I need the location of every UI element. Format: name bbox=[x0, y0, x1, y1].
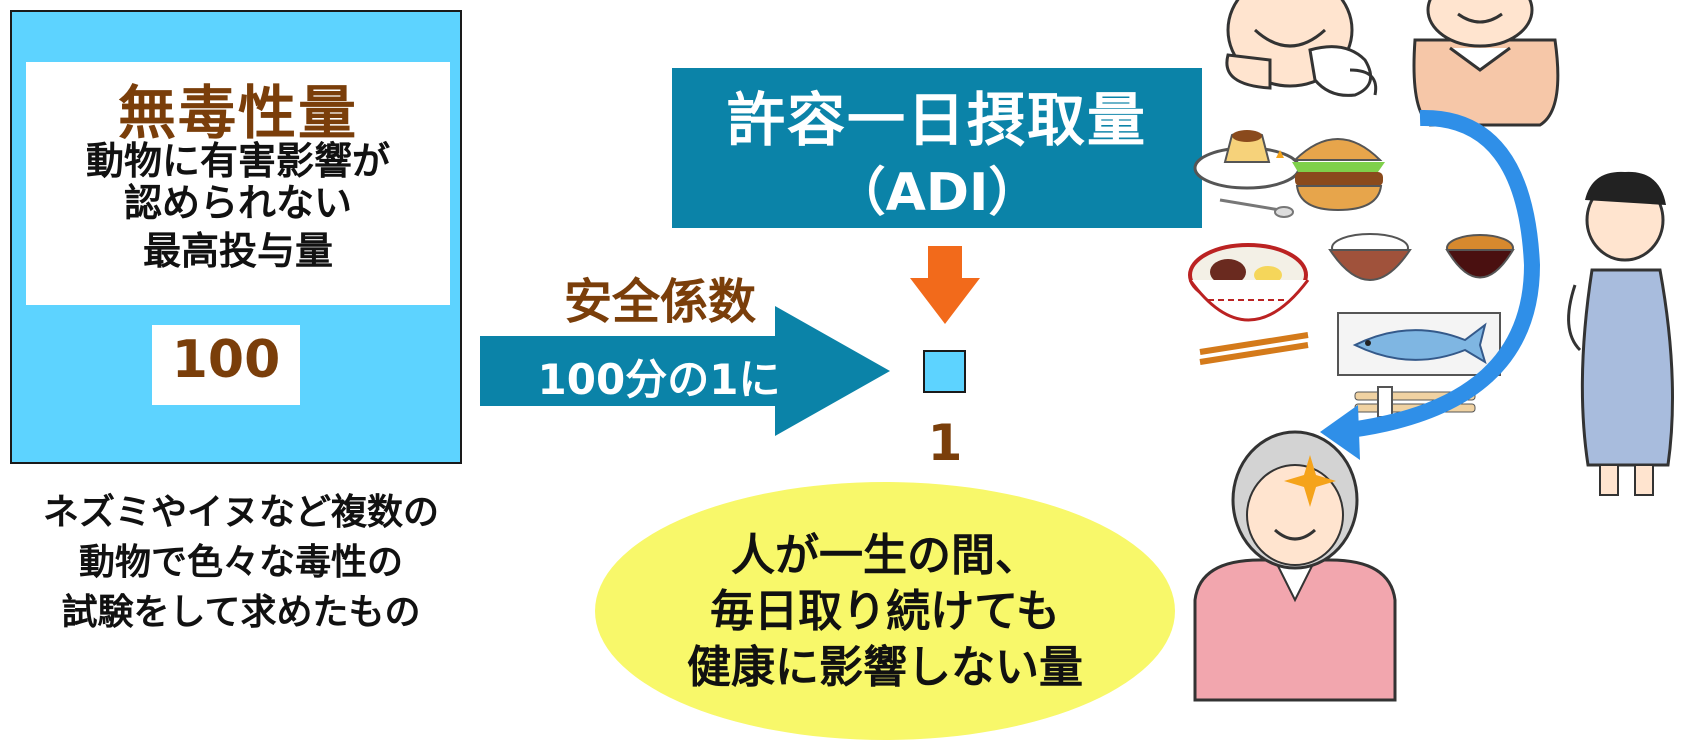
noael-inner-panel bbox=[26, 62, 450, 305]
pudding-icon bbox=[1193, 130, 1301, 218]
baby-icon bbox=[1225, 0, 1378, 97]
caption-line: 試験をして求めたもの bbox=[61, 592, 421, 633]
left-caption: ネズミやイヌなど複数の 動物で色々な毒性の 試験をして求めたもの bbox=[0, 488, 482, 638]
pregnant-woman-icon bbox=[1567, 171, 1674, 496]
noael-desc-line: 認められない bbox=[123, 181, 352, 225]
noael-value-box bbox=[152, 325, 300, 405]
hamburger-icon bbox=[1276, 138, 1385, 212]
fish-icon bbox=[1337, 312, 1501, 376]
definition-ellipse bbox=[595, 482, 1175, 740]
caption-line: 動物で色々な毒性の bbox=[78, 542, 403, 583]
safety-factor-arrow-text: 100分の1に bbox=[537, 355, 781, 404]
safety-factor-label: 安全係数 bbox=[563, 274, 756, 330]
adi-square bbox=[923, 350, 966, 393]
adi-value: 1 bbox=[927, 414, 963, 472]
definition-line: 毎日取り続けても bbox=[710, 586, 1060, 637]
noael-desc-line: 最高投与量 bbox=[142, 229, 333, 273]
right-arrow-icon bbox=[480, 306, 890, 436]
noael-desc-line: 動物に有害影響が bbox=[85, 139, 390, 183]
adi-title: 許容一日摂取量 bbox=[726, 86, 1147, 154]
rice-bowl-icon bbox=[1328, 233, 1412, 281]
adi-box bbox=[672, 68, 1202, 228]
cycle-arrow-icon bbox=[1320, 109, 1541, 460]
woman-icon bbox=[1412, 0, 1560, 127]
adi-abbreviation: （ADI） bbox=[833, 163, 1041, 223]
definition-text: 人が一生の間、 毎日取り続けても 健康に影響しない量 bbox=[595, 528, 1175, 696]
miso-soup-icon bbox=[1445, 234, 1515, 279]
definition-line: 健康に影響しない量 bbox=[687, 642, 1083, 693]
sparkle-icon bbox=[1284, 455, 1336, 507]
definition-line: 人が一生の間、 bbox=[731, 530, 1039, 581]
caption-line: ネズミやイヌなど複数の bbox=[42, 492, 439, 533]
elderly-woman-icon bbox=[1193, 430, 1397, 702]
down-arrow-icon bbox=[910, 246, 980, 324]
illustration bbox=[1188, 0, 1674, 702]
noael-title: 無毒性量 bbox=[117, 79, 358, 147]
noael-value: 100 bbox=[171, 330, 281, 390]
noael-description: 動物に有害影響が 認められない 最高投与量 bbox=[26, 140, 450, 272]
ramen-icon bbox=[1188, 243, 1310, 365]
